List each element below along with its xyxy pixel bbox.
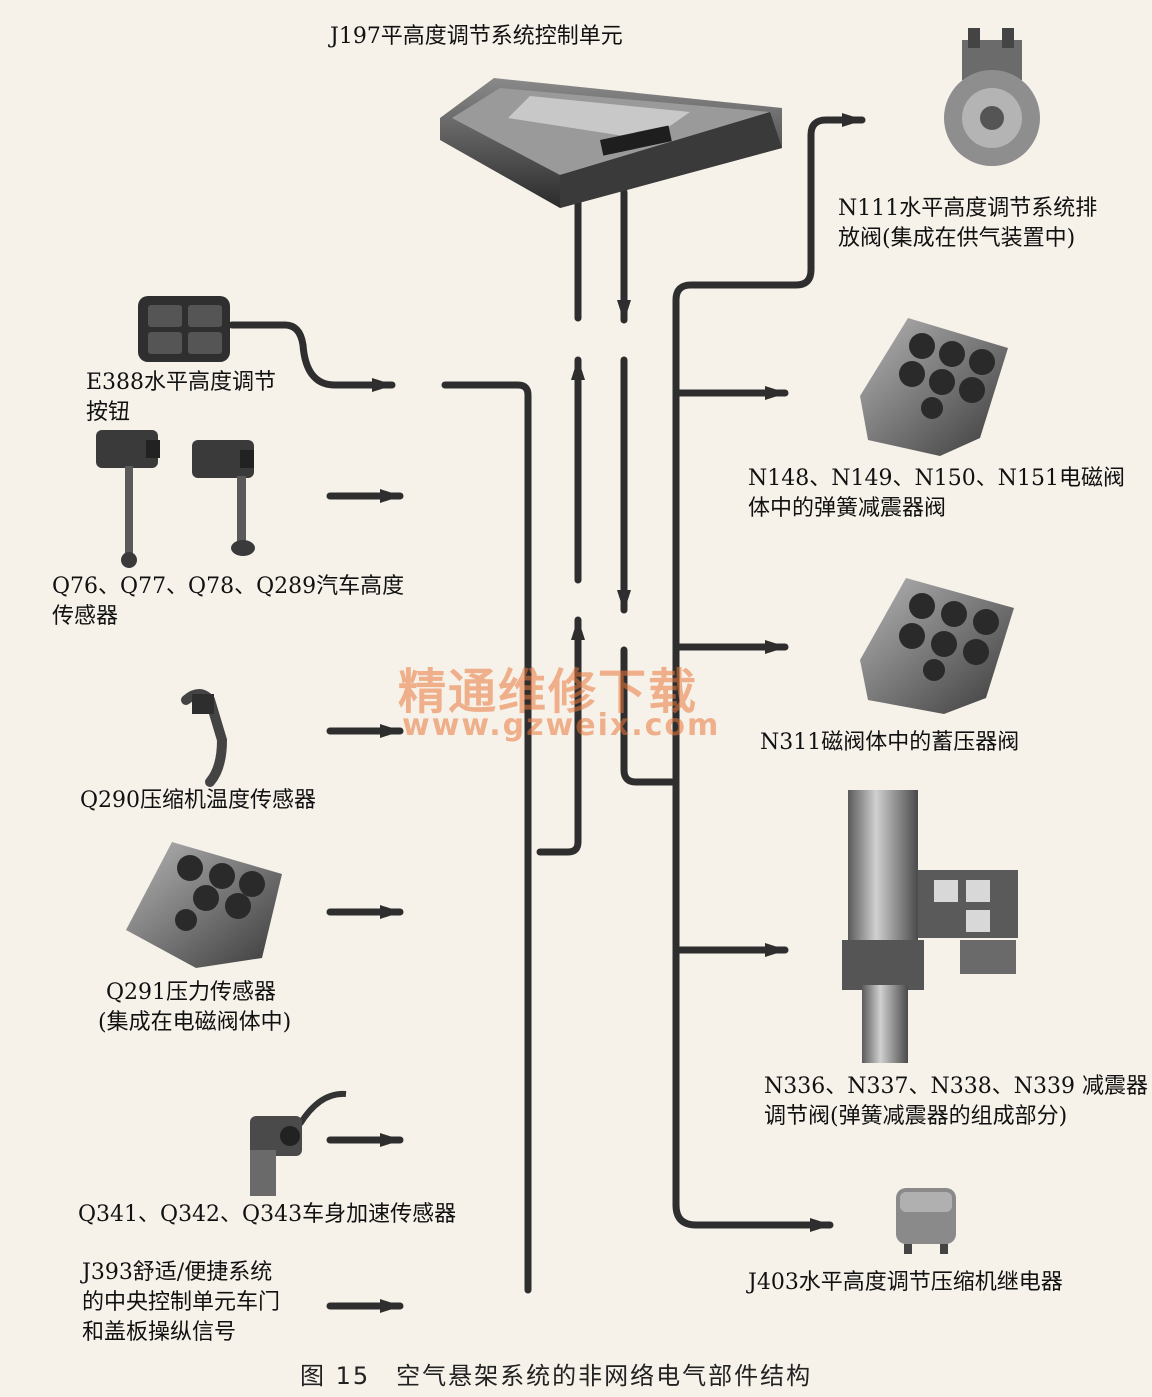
valve-block-icon: [860, 318, 1008, 456]
j403-arrow: [672, 1201, 834, 1232]
acceleration-sensor-icon: [250, 1090, 347, 1196]
q341-label: Q341、Q342、Q343车身加速传感器: [78, 1202, 457, 1227]
damper-strut-icon: [842, 790, 1018, 1063]
relay-icon: [896, 1188, 956, 1254]
n311-label: N311磁阀体中的蓄压器阀: [760, 730, 1020, 755]
output-bus-line: [672, 113, 866, 1209]
q76-label: Q76、Q77、Q78、Q289汽车高度传感器: [52, 574, 405, 629]
control-unit-label: J197平高度调节系统控制单元: [330, 24, 623, 49]
bus-to-ecu-upper: [536, 616, 585, 856]
figure-caption: 图 15 空气悬架系统的非网络电气部件结构: [300, 1356, 812, 1391]
control-unit-box-icon: [440, 78, 782, 208]
n111-label: N111水平高度调节系统排放阀(集成在供气装置中): [838, 196, 1098, 251]
caption-title: 空气悬架系统的非网络电气部件结构: [396, 1362, 813, 1390]
e388-label: E388水平高度调节按钮: [86, 370, 277, 425]
ecu-to-output-3: [620, 646, 680, 786]
input-bus-line: [441, 381, 532, 1294]
q290-label: Q290压缩机温度传感器: [80, 788, 317, 813]
caption-number: 图 15: [300, 1362, 371, 1390]
n336-label: N336、N337、N338、N339 减震器调节阀(弹簧减震器的组成部分): [764, 1074, 1148, 1129]
q291-label: Q291压力传感器(集成在电磁阀体中): [98, 980, 292, 1035]
e388-connector: [228, 321, 396, 392]
height-sensor-icon: [96, 430, 255, 568]
watermark-text: 精通维修下载: [398, 664, 699, 720]
temperature-sensor-icon: [181, 689, 228, 787]
solenoid-block-icon: [126, 842, 282, 968]
exhaust-valve-icon: [944, 28, 1040, 166]
j393-label: J393舒适/便捷系统的中央控制单元车门和盖板操纵信号: [82, 1260, 281, 1345]
n148-label: N148、N149、N150、N151电磁阀体中的弹簧减震器阀: [748, 466, 1125, 521]
valve-block-icon: [860, 578, 1014, 714]
button-switch-icon: [138, 296, 230, 362]
j403-label: J403水平高度调节压缩机继电器: [748, 1270, 1063, 1295]
watermark-url: www.gzweix.com: [402, 708, 721, 743]
